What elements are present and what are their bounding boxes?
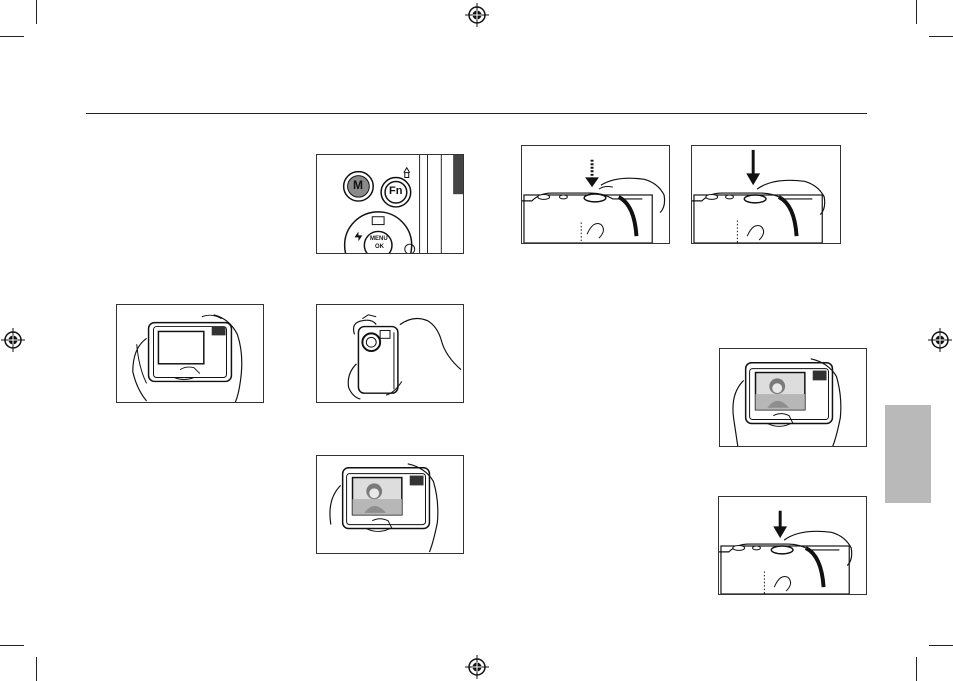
dashed-arrow-down-icon (585, 160, 599, 187)
m-button-label: M (353, 178, 363, 192)
figure-shutter-full-press (691, 145, 841, 244)
crop-mark-bottom-left-h (0, 645, 24, 646)
figure-hold-camera-horizontal (116, 304, 264, 403)
crop-mark-top-left-h (0, 36, 24, 37)
figure-camera-buttons: M Fn MENU OK (316, 154, 464, 254)
menu-button-label: MENU (370, 236, 388, 242)
registration-mark-icon (928, 328, 952, 352)
crop-mark-top-right-v (916, 0, 917, 24)
side-tab (885, 405, 931, 503)
crop-mark-top-left-v (36, 0, 37, 24)
crop-mark-bottom-left-v (36, 657, 37, 681)
fn-button-label: Fn (389, 185, 402, 197)
registration-mark-icon (1, 328, 25, 352)
solid-arrow-down-icon (773, 511, 787, 538)
registration-mark-icon (465, 655, 489, 679)
solid-arrow-down-icon (746, 150, 760, 185)
crop-mark-bottom-right-v (916, 657, 917, 681)
figure-camera-lcd-photo (316, 455, 464, 554)
figure-camera-lcd-photo-2 (719, 348, 867, 447)
crop-mark-bottom-right-h (929, 645, 953, 646)
registration-mark-icon (465, 3, 489, 27)
figure-hold-camera-vertical (316, 304, 464, 403)
ok-button-label: OK (375, 244, 384, 250)
figure-shutter-half-press (521, 145, 670, 244)
header-rule (86, 113, 867, 114)
crop-mark-top-right-h (929, 36, 953, 37)
figure-shutter-full-press-2 (718, 496, 867, 595)
